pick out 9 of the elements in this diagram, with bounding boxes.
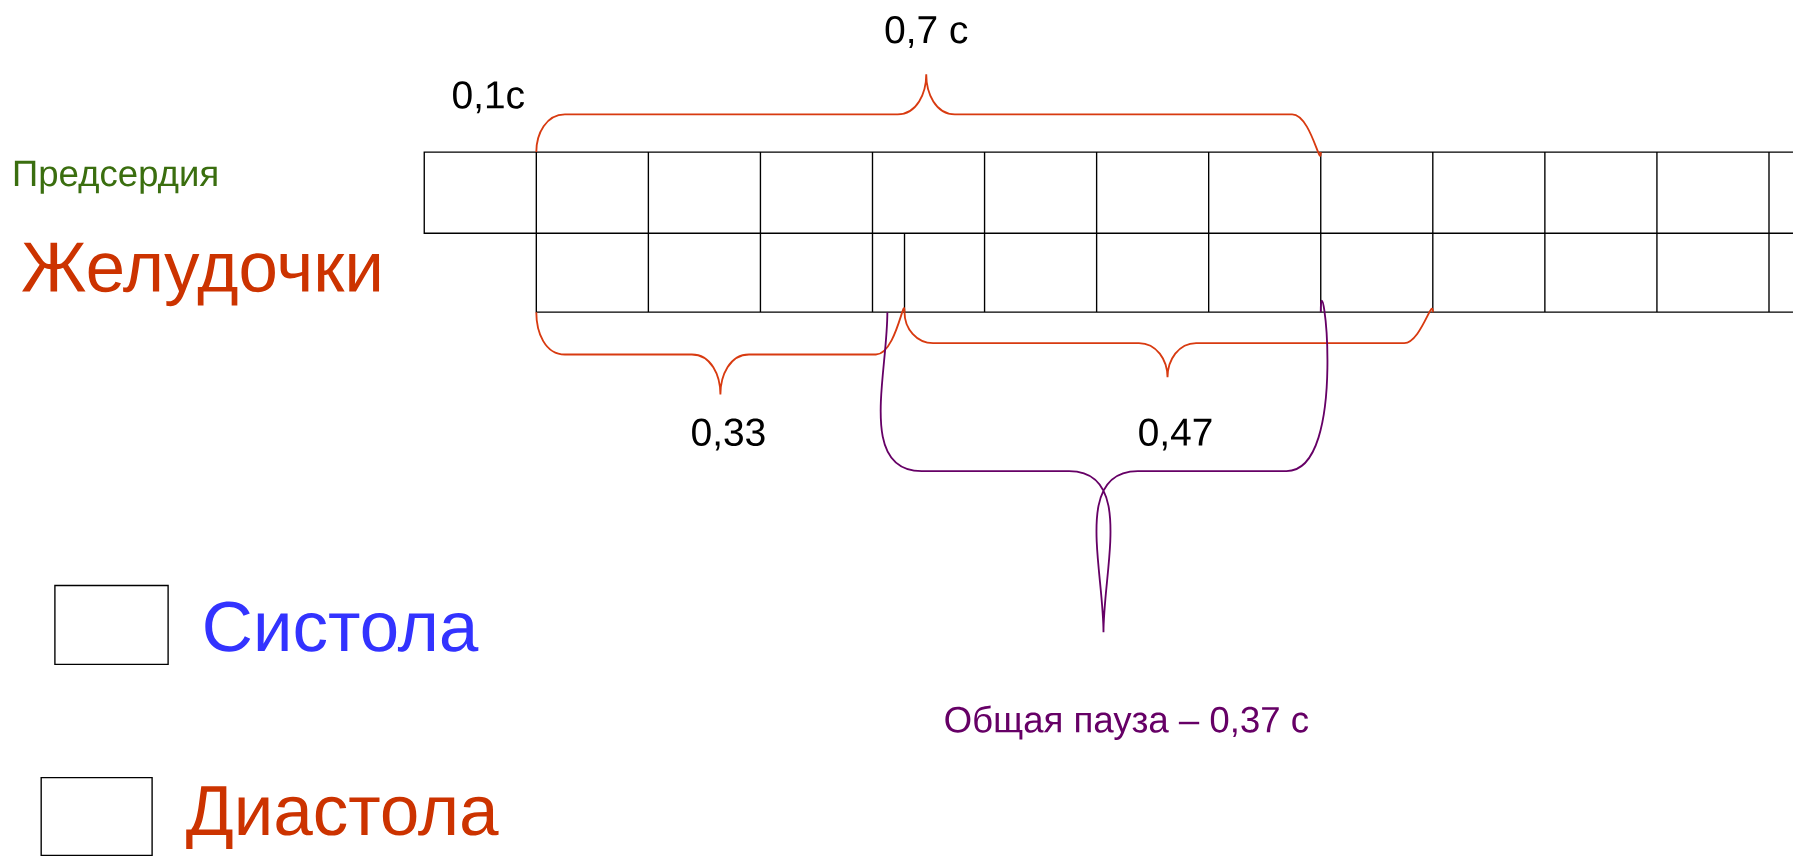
row-label: Предсердия: [14, 161, 217, 194]
time-label: 0,33: [692, 418, 765, 451]
legend-label: Систола: [205, 601, 479, 652]
time-label: 0,47: [1139, 418, 1212, 451]
time-label: 0,7 с: [885, 16, 968, 49]
legend-label: Диастола: [186, 786, 499, 850]
row-label: Желудочки: [22, 242, 379, 307]
pause-label: Общая пауза – 0,37 с: [945, 705, 1309, 741]
time-label: 0,1с: [453, 81, 524, 114]
